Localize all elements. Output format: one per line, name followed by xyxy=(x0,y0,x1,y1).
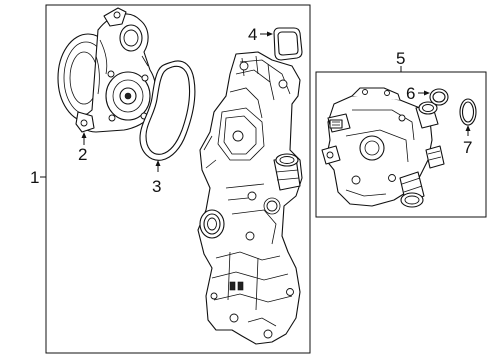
callout-1[interactable]: 1 xyxy=(30,168,46,187)
callout-1-label: 1 xyxy=(30,168,39,187)
water-pump[interactable] xyxy=(57,7,157,133)
callout-5-label: 5 xyxy=(396,49,405,68)
callout-3-label: 3 xyxy=(152,177,161,196)
callout-4-label: 4 xyxy=(248,25,257,44)
assembly-frame xyxy=(45,4,311,354)
callout-3[interactable]: 3 xyxy=(152,160,161,196)
callout-6-label: 6 xyxy=(406,84,415,103)
seal-ring[interactable] xyxy=(459,98,477,126)
callout-4[interactable]: 4 xyxy=(248,25,273,44)
lower-outlet xyxy=(399,171,425,208)
callout-7[interactable]: 7 xyxy=(463,125,472,157)
outlet-pipe xyxy=(273,153,301,191)
thermostat-housing[interactable] xyxy=(321,87,445,208)
o-ring[interactable] xyxy=(429,88,449,106)
cover-seal[interactable] xyxy=(273,27,303,61)
callout-6[interactable]: 6 xyxy=(406,84,430,103)
callout-7-label: 7 xyxy=(463,138,472,157)
callout-2[interactable]: 2 xyxy=(78,132,87,164)
inlet-port xyxy=(199,209,225,239)
upper-outlet xyxy=(415,101,439,129)
callout-2-label: 2 xyxy=(78,145,87,164)
pump-gasket[interactable] xyxy=(139,60,196,161)
engine-cover-housing[interactable] xyxy=(197,51,303,345)
callout-5[interactable]: 5 xyxy=(396,49,405,72)
